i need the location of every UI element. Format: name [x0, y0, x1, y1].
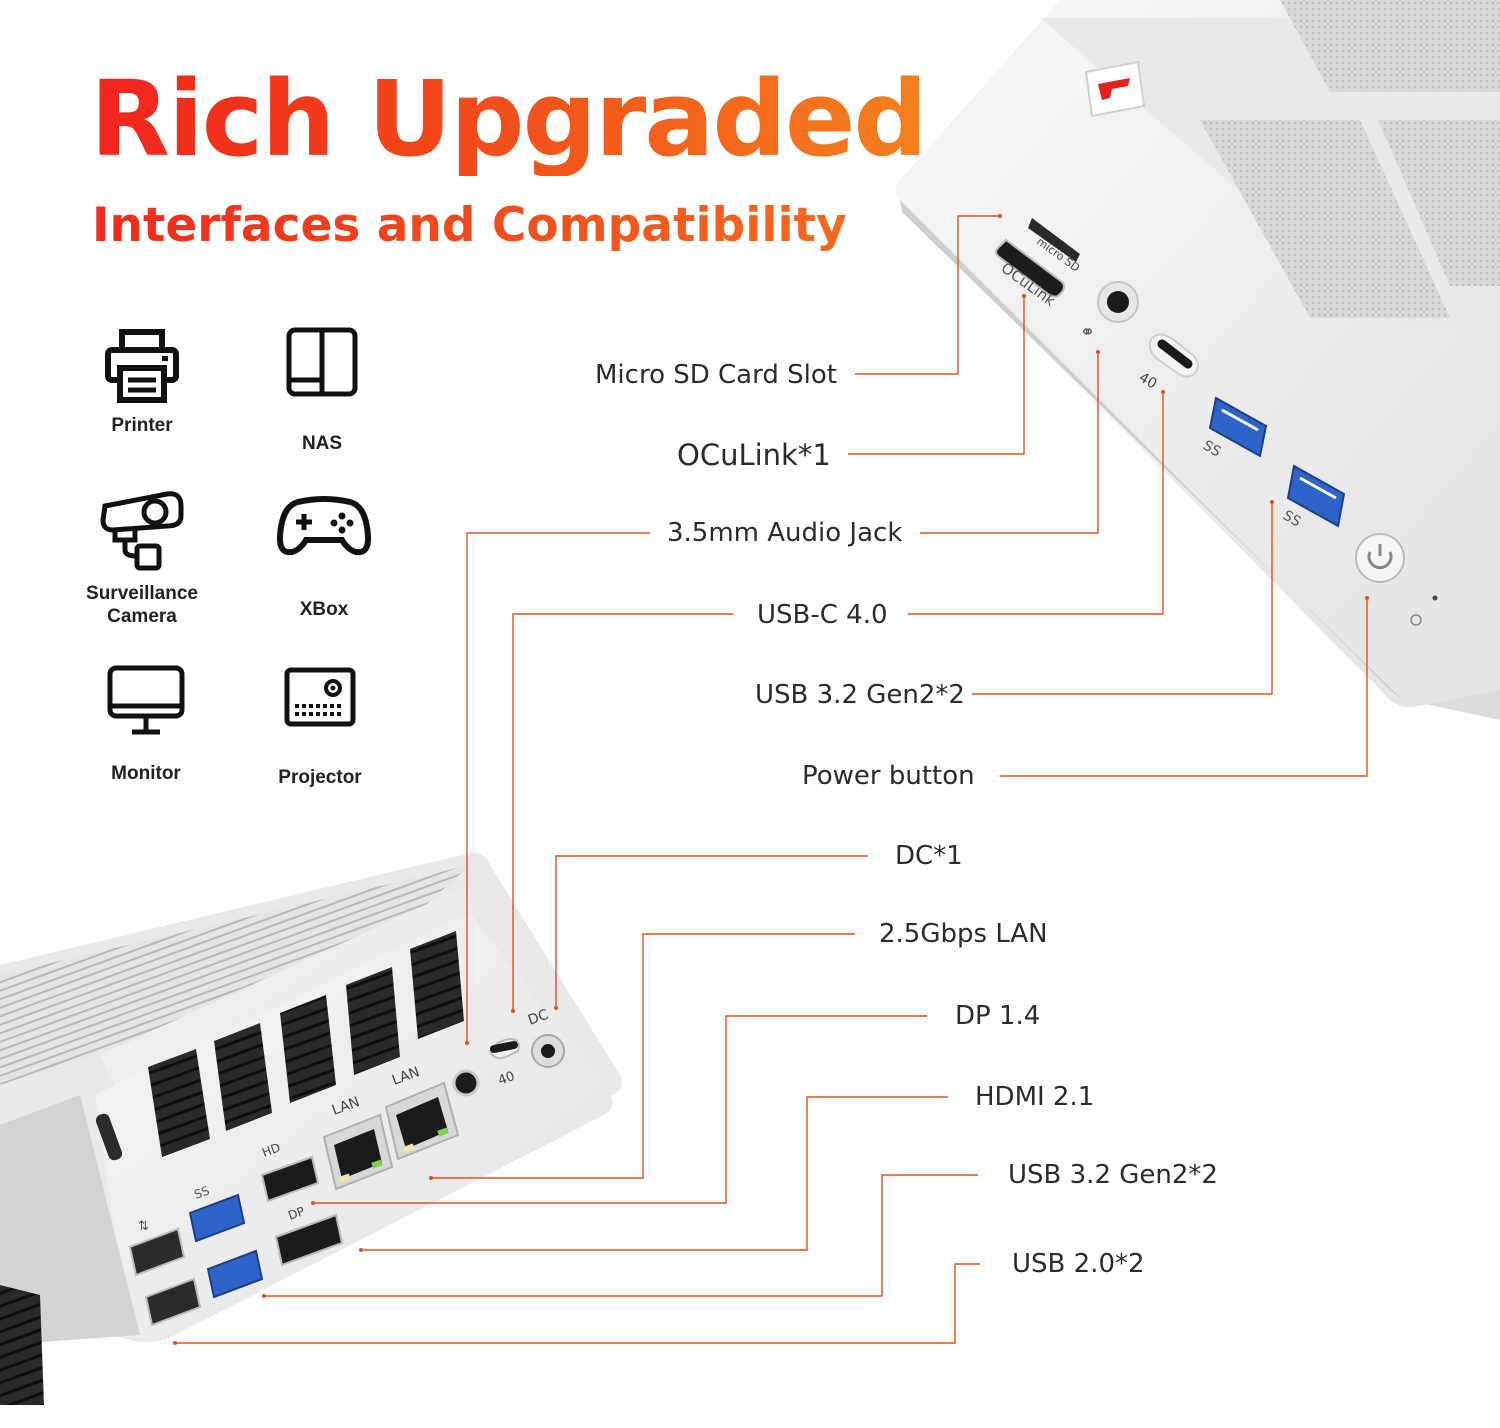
device-label: Monitor [111, 763, 181, 784]
printer-icon [105, 329, 179, 403]
mini-pc-rear-image: 40 DC LAN LAN HD DP SS ⇅ [0, 852, 622, 1405]
hdmi-marking: HD [260, 1140, 282, 1159]
device-printer: Printer [62, 328, 222, 437]
projector-icon [284, 667, 356, 727]
svg-text:⇅: ⇅ [138, 1219, 149, 1234]
device-surveillance-camera: Surveillance Camera [62, 488, 222, 628]
device-label: Printer [111, 415, 173, 436]
mini-pc-front-image: micro SD OCuLink ⚭ 40 SS SS [895, 0, 1500, 720]
label-micro-sd-slot: Micro SD Card Slot [595, 360, 837, 390]
device-label: XBox [299, 599, 349, 620]
nas-icon [286, 327, 358, 397]
label-audio-jack: 3.5mm Audio Jack [667, 518, 903, 548]
label-usb32-front: USB 3.2 Gen2*2 [755, 680, 965, 710]
label-dp: DP 1.4 [955, 1001, 1041, 1031]
device-projector: Projector [240, 666, 400, 789]
gamepad-icon [276, 496, 372, 556]
device-xbox: XBox [244, 496, 404, 621]
device-label: NAS [301, 433, 343, 454]
label-usb32-rear: USB 3.2 Gen2*2 [1008, 1160, 1218, 1190]
headline-subtitle: Interfaces and Compatibility [92, 198, 847, 253]
usb4-marking-front: 40 [1136, 370, 1159, 393]
device-label: Surveillance Camera [86, 583, 198, 627]
label-oculink: OCuLink*1 [677, 438, 831, 472]
ss-marking-front-1: SS [1200, 438, 1223, 461]
power-button-graphic [1355, 533, 1405, 583]
ss-marking-front-2: SS [1280, 508, 1303, 531]
label-dc: DC*1 [895, 841, 963, 871]
svg-text:⚭: ⚭ [1080, 322, 1095, 343]
ss-marking-rear: SS [192, 1183, 211, 1201]
device-nas: NAS [242, 326, 402, 455]
headline-title: Rich Upgraded [90, 58, 928, 180]
label-power-button: Power button [802, 761, 975, 791]
surveillance-camera-icon [100, 491, 184, 571]
monitor-icon [107, 665, 185, 735]
device-monitor: Monitor [66, 664, 226, 785]
label-usb-c-4: USB-C 4.0 [757, 600, 888, 630]
label-lan: 2.5Gbps LAN [879, 919, 1048, 949]
device-label: Projector [278, 767, 362, 788]
label-hdmi: HDMI 2.1 [975, 1082, 1095, 1112]
label-usb20: USB 2.0*2 [1012, 1249, 1145, 1279]
